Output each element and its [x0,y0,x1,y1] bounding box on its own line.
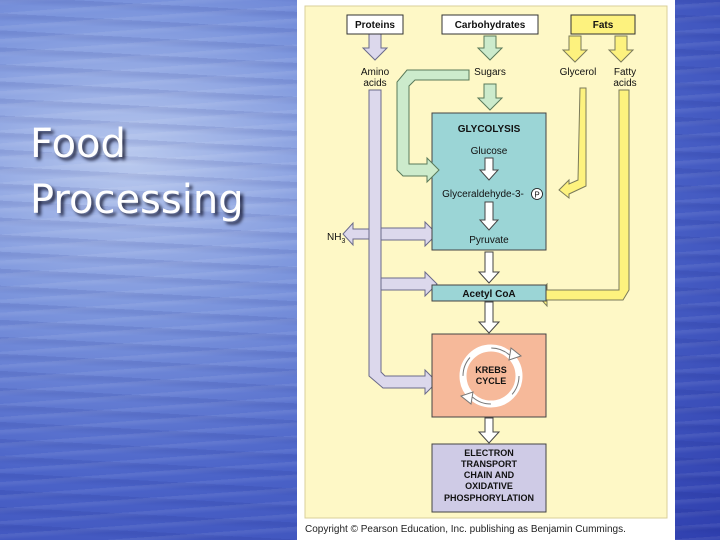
glycerol-to-glycolysis-arrow [558,87,587,200]
phosphate-icon [531,188,543,200]
fatty-acids-to-acetyl-arrow [536,89,630,308]
amino-acids-to-pyruvate-arrow [380,220,438,248]
etc-label-2: TRANSPORT [461,459,518,469]
title-line-2: Processing [30,177,244,223]
fats-to-fatty-acids-arrow [607,35,635,63]
glucose-to-g3p-arrow [478,157,500,181]
fats-label: Fats [593,20,614,31]
etc-label-5: PHOSPHORYLATION [444,493,534,503]
etc-label-3: CHAIN AND [464,470,515,480]
diagram-panel: Proteins Carbohydrates Fats Amino acids … [297,0,675,540]
amino-acids-label-2: acids [363,78,386,89]
amino-acids-to-acetyl-arrow [380,270,438,298]
ammonia-label: NH3 [327,232,345,245]
sugars-label: Sugars [474,67,506,78]
krebs-label-1: KREBS [475,365,507,375]
acetyl-coa-label: Acetyl CoA [462,289,515,300]
proteins-to-amino-acids-arrow [361,31,389,61]
amino-acids-to-krebs-arrow [368,89,438,396]
acetyl-to-krebs-arrow [477,301,501,334]
fats-to-glycerol-arrow [561,35,589,63]
acetyl-coa-box [431,284,547,302]
sugars-to-glycolysis-arrow [476,83,504,111]
title-line-1: Food [30,121,126,167]
etc-label-4: OXIDATIVE [465,481,513,491]
fats-box [570,14,636,35]
amino-acids-label-1: Amino [361,67,390,78]
carbohydrates-box [441,14,539,35]
glucose-label: Glucose [471,146,508,157]
krebs-to-etc-arrow [477,417,501,444]
phosphate-label: P [534,191,539,200]
protein-arrows [342,31,438,396]
sugars-to-glucose-arrow [396,69,470,184]
krebs-label-2: CYCLE [476,376,507,386]
carbohydrates-to-sugars-arrow [476,35,504,61]
krebs-cycle-icon [459,344,523,408]
pyruvate-label: Pyruvate [469,235,509,246]
etc-box [431,443,547,513]
fatty-acids-label-1: Fatty [614,67,636,78]
etc-label-1: ELECTRON [464,448,514,458]
metabolism-diagram: Proteins Carbohydrates Fats Amino acids … [304,5,668,519]
glycolysis-title: GLYCOLYSIS [458,124,521,135]
g3p-to-pyruvate-arrow [478,201,500,231]
fat-arrows [536,35,635,308]
slide-title: Food Processing [30,116,280,228]
fatty-acids-label-2: acids [613,78,636,89]
copyright-notice: Copyright © Pearson Education, Inc. publ… [305,524,626,535]
proteins-box [346,14,404,35]
proteins-label: Proteins [355,20,395,31]
g3p-label: Glyceraldehyde-3- [442,189,524,200]
glycerol-label: Glycerol [560,67,597,78]
ammonia-release-arrow [342,221,370,247]
sugar-arrows [396,35,504,184]
pyruvate-to-acetyl-arrow [477,251,501,284]
carbohydrates-label: Carbohydrates [455,20,526,31]
